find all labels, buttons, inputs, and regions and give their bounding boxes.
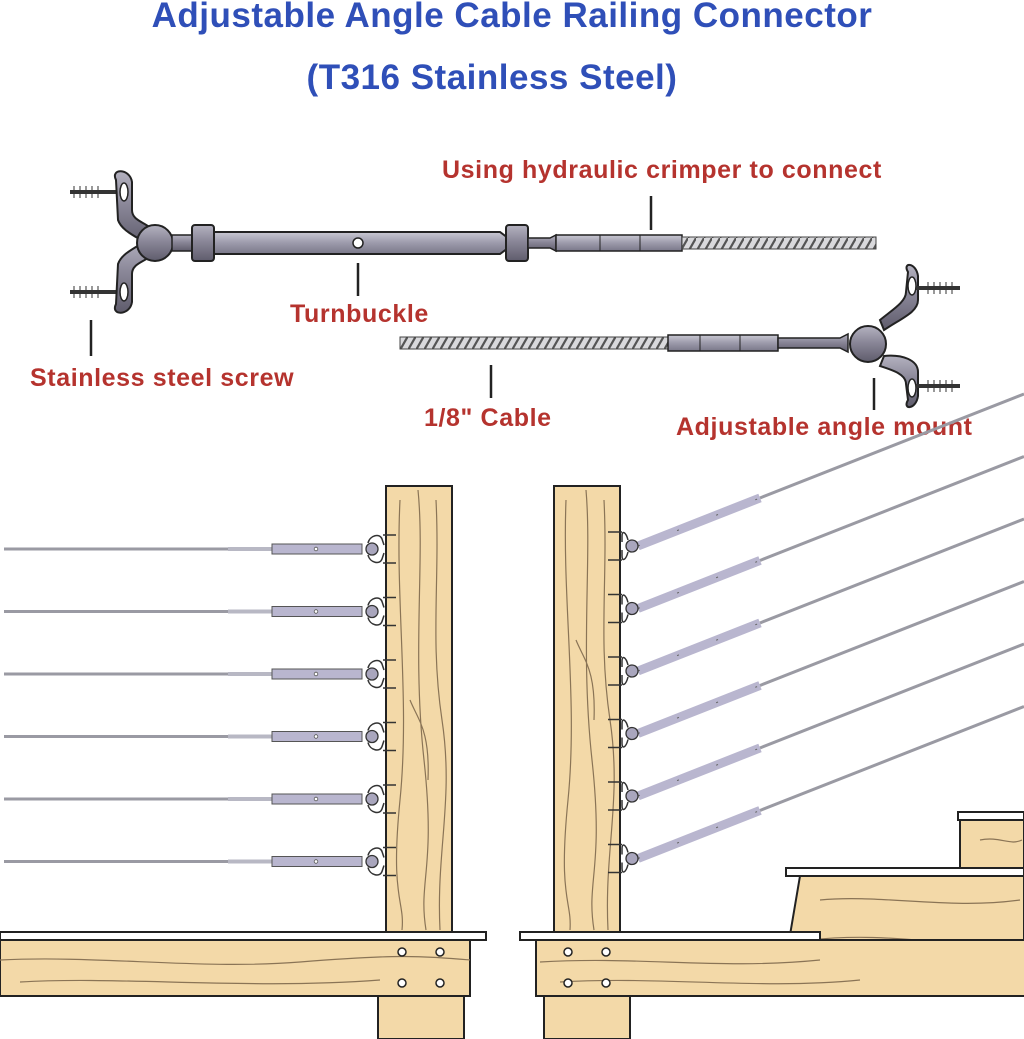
right-cable-run [608, 517, 1024, 686]
turnbuckle-assembly [70, 170, 877, 314]
left-cable-run [4, 596, 396, 627]
label-mount: Adjustable angle mount [676, 413, 973, 441]
left-cable-run [4, 659, 396, 689]
left-cable-run [4, 534, 396, 564]
label-turnbuckle: Turnbuckle [290, 300, 429, 328]
right-cable-run [608, 455, 1024, 624]
page-title: Adjustable Angle Cable Railing Connector [151, 0, 873, 35]
left-cable-run [4, 846, 396, 877]
right-cable-run [608, 705, 1024, 874]
left-cable-run [4, 784, 396, 814]
left-cable-group [4, 534, 396, 877]
label-screw: Stainless steel screw [30, 364, 295, 392]
right-cable-run [608, 580, 1024, 749]
left-cable-run [4, 721, 396, 752]
left-deck [0, 485, 487, 1039]
label-leader-lines [89, 196, 876, 410]
label-cable: 1/8" Cable [424, 404, 552, 432]
right-deck [519, 485, 1024, 1039]
right-cable-run [608, 642, 1024, 811]
label-crimper: Using hydraulic crimper to connect [442, 156, 882, 184]
page-subtitle: (T316 Stainless Steel) [306, 58, 678, 97]
angle-mount-assembly [399, 264, 960, 408]
right-cable-run [608, 392, 1024, 561]
right-cable-group [608, 392, 1024, 874]
